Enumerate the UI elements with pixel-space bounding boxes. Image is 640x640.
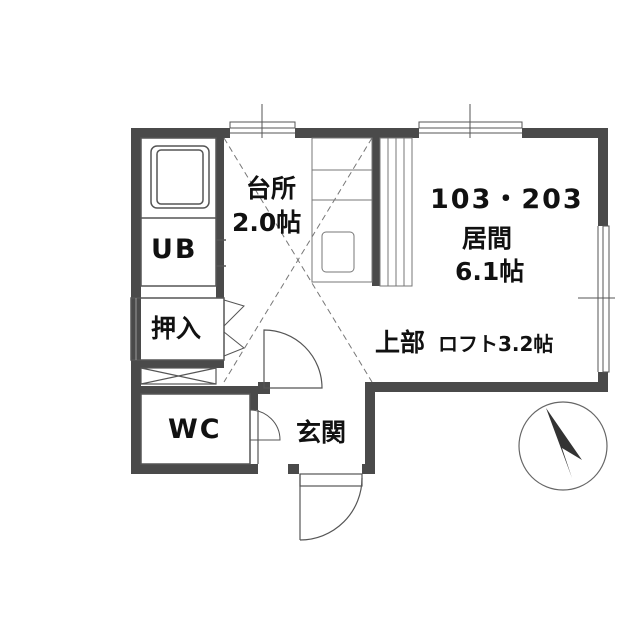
kitchen <box>223 137 373 383</box>
bath-label: UB <box>151 234 198 265</box>
unit-bath <box>140 137 226 287</box>
closet <box>130 297 245 361</box>
loft-ladder <box>379 137 413 287</box>
living-room-name: 居間 <box>462 224 513 253</box>
storage-shelf <box>140 367 217 385</box>
toilet-room <box>140 393 281 465</box>
loft-label: ロフト3.2帖 <box>438 332 554 356</box>
loft-prefix: 上部 <box>375 328 426 357</box>
toilet-label: WC <box>168 414 222 445</box>
entrance-label: 玄関 <box>296 418 347 447</box>
kitchen-size: 2.0帖 <box>232 208 302 237</box>
doors <box>257 329 363 541</box>
unit-number: 103・203 <box>430 184 584 215</box>
north-arrow-icon <box>518 401 608 491</box>
closet-label: 押入 <box>151 314 202 343</box>
kitchen-name: 台所 <box>246 174 297 203</box>
living-room-size: 6.1帖 <box>455 257 525 286</box>
windows <box>229 104 615 373</box>
